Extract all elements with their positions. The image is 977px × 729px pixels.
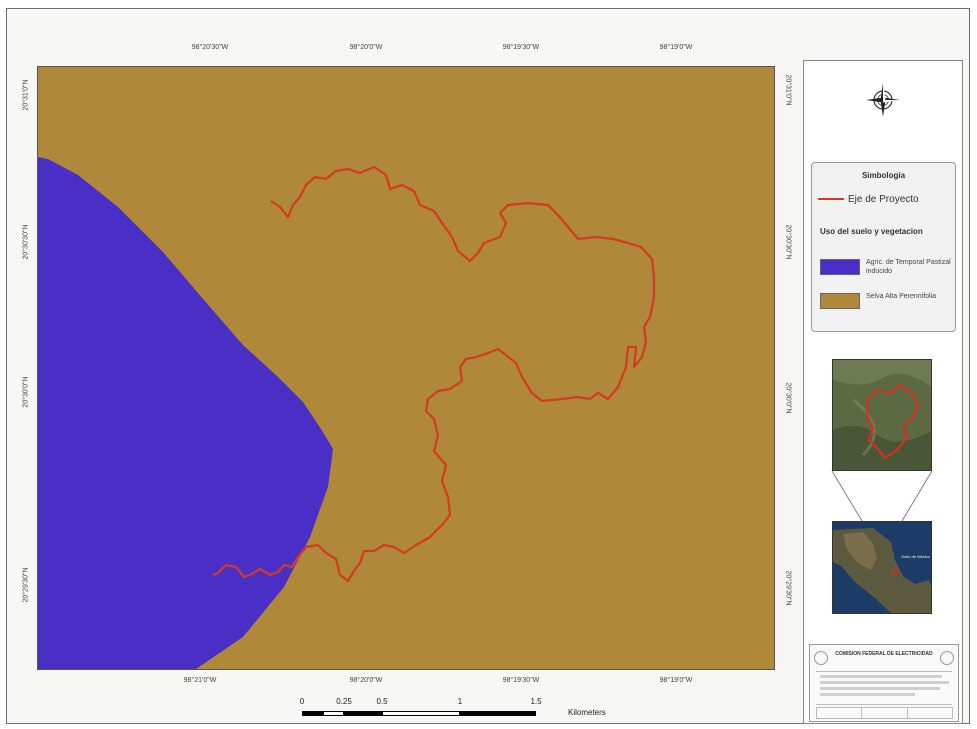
graticule-right-label: 20°30'0"N xyxy=(784,382,792,414)
side-panel: Simbología Eje de Proyecto Uso del suelo… xyxy=(803,60,963,724)
scale-label: 0 xyxy=(299,697,305,706)
graticule-left-label: 20°29'30"N xyxy=(22,567,30,603)
satellite-locator-icon xyxy=(833,360,931,470)
scale-unit: Kilometers xyxy=(568,708,606,717)
legend-item-agric: Agric. de Temporal Pastizal inducido xyxy=(820,257,955,279)
agric-temporal-area xyxy=(38,157,333,669)
scale-bar: 0 0.25 0.5 1 1.5 Kilometers xyxy=(300,697,620,725)
eje-de-proyecto-route xyxy=(212,165,656,583)
cfe-logo-icon xyxy=(814,651,828,665)
country-locator-icon xyxy=(833,522,931,613)
graticule-top-label: 98°19'30"W xyxy=(502,44,540,51)
map-canvas xyxy=(38,67,774,669)
scale-segment xyxy=(460,711,536,716)
legend: Simbología Eje de Proyecto Uso del suelo… xyxy=(811,162,956,332)
graticule-top-label: 98°20'30"W xyxy=(191,44,229,51)
graticule-bottom-label: 98°21'0"W xyxy=(183,677,217,684)
scale-label: 0.5 xyxy=(376,697,388,706)
legend-route-label: Eje de Proyecto xyxy=(848,194,919,205)
legend-route-item: Eje de Proyecto xyxy=(818,194,919,205)
inset-locator-map xyxy=(832,359,932,471)
legend-item-label: Selva Alta Perennifolia xyxy=(866,293,937,300)
graticule-right-label: 20°30'30"N xyxy=(784,224,792,260)
scale-label: 1.5 xyxy=(530,697,542,706)
title-block: COMISION FEDERAL DE ELECTRICIDAD xyxy=(809,644,959,722)
route-line-swatch xyxy=(818,198,844,201)
graticule-left-label: 20°30'0"N xyxy=(22,376,30,408)
scale-label: 1 xyxy=(457,697,463,706)
scale-segment xyxy=(323,711,344,716)
graticule-right-label: 20°31'0"N xyxy=(784,74,792,106)
legend-item-selva: Selva Alta Perennifolia xyxy=(820,291,955,313)
title-block-title: COMISION FEDERAL DE ELECTRICIDAD xyxy=(835,651,933,657)
inset-gulf-label: Golfo de México xyxy=(901,554,930,559)
compass-rose-icon xyxy=(866,83,900,117)
graticule-bottom-label: 98°19'30"W xyxy=(502,677,540,684)
legend-item-label: Agric. de Temporal Pastizal inducido xyxy=(866,259,951,275)
graticule-bottom-label: 98°20'0"W xyxy=(349,677,383,684)
scale-segment xyxy=(344,711,382,716)
scale-segment xyxy=(302,711,323,716)
scale-label: 0.25 xyxy=(336,697,352,706)
graticule-left-label: 20°31'0"N xyxy=(22,79,30,111)
graticule-top-label: 98°19'0"W xyxy=(659,44,693,51)
graticule-top-label: 98°20'0"W xyxy=(349,44,383,51)
agric-swatch xyxy=(820,259,860,275)
legend-landuse-title: Uso del suelo y vegetacion xyxy=(820,227,923,236)
selva-swatch xyxy=(820,293,860,309)
graticule-left-label: 20°30'30"N xyxy=(22,224,30,260)
legend-title: Simbología xyxy=(861,171,906,180)
institution-seal-icon xyxy=(940,651,954,665)
title-block-text xyxy=(816,671,952,705)
graticule-bottom-label: 98°19'0"W xyxy=(659,677,693,684)
main-map[interactable] xyxy=(37,66,775,670)
graticule-right-label: 20°29'30"N xyxy=(784,570,792,606)
scale-segment xyxy=(382,711,460,716)
inset-country-map: Golfo de México xyxy=(832,521,932,614)
title-block-cells xyxy=(816,707,953,719)
